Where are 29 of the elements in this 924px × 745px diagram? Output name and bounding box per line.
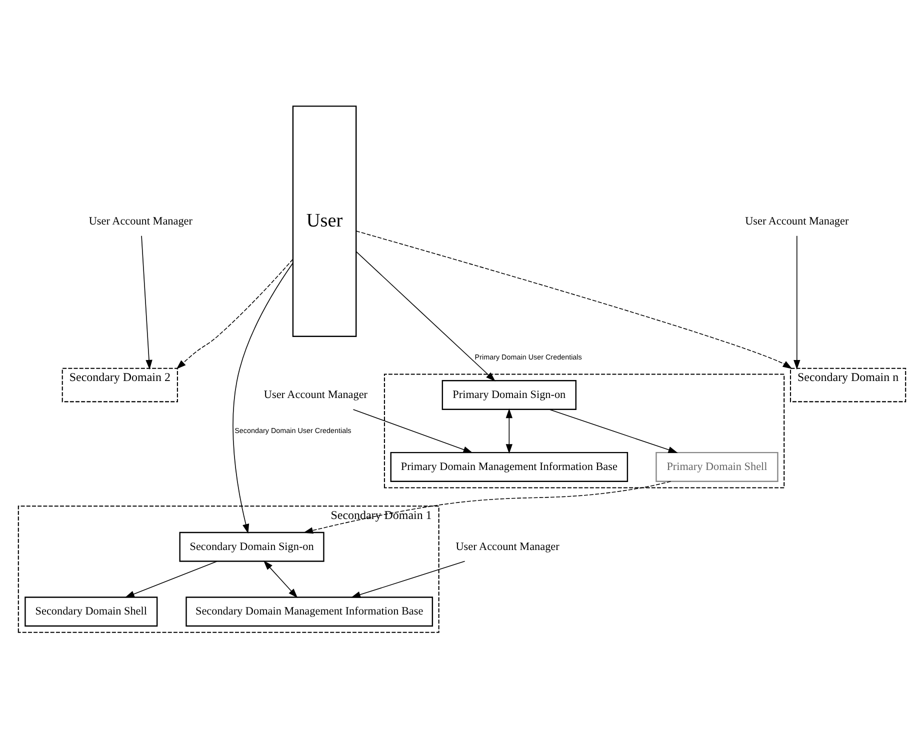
edge-label: Primary Domain User Credentials [474, 352, 582, 362]
arrow [124, 560, 218, 598]
node-box: Primary Domain Shell [656, 452, 778, 482]
node-box: Secondary Domain Management Information Base [186, 596, 434, 627]
arrow [263, 560, 298, 598]
arrow [303, 480, 672, 534]
node-text: User Account Manager [88, 215, 193, 228]
node-text: User Account Manager [456, 540, 560, 553]
node-box: Secondary Domain 2 [62, 368, 178, 402]
arrow [506, 408, 513, 454]
arrow [356, 230, 792, 369]
node-box: Secondary Domain Sign-on [179, 532, 324, 562]
edge-label: Secondary Domain User Credentials [234, 426, 352, 435]
arrow [794, 235, 800, 370]
node-box: Secondary Domain Shell [24, 596, 158, 627]
node-box: Secondary Domain n [790, 368, 906, 402]
node-text: User Account Manager [264, 388, 368, 401]
node-box: User [292, 106, 357, 337]
arrow [141, 235, 152, 370]
arrow [356, 251, 496, 382]
arrow [549, 409, 678, 454]
arrow [350, 560, 466, 598]
node-text: User Account Manager [745, 215, 849, 228]
node-box: Primary Domain Sign-on [442, 380, 576, 410]
arrow [232, 262, 294, 534]
node-box: Primary Domain Management Information Base [390, 452, 628, 482]
arrow [176, 258, 294, 370]
arrow [352, 409, 473, 453]
cluster [384, 374, 785, 488]
